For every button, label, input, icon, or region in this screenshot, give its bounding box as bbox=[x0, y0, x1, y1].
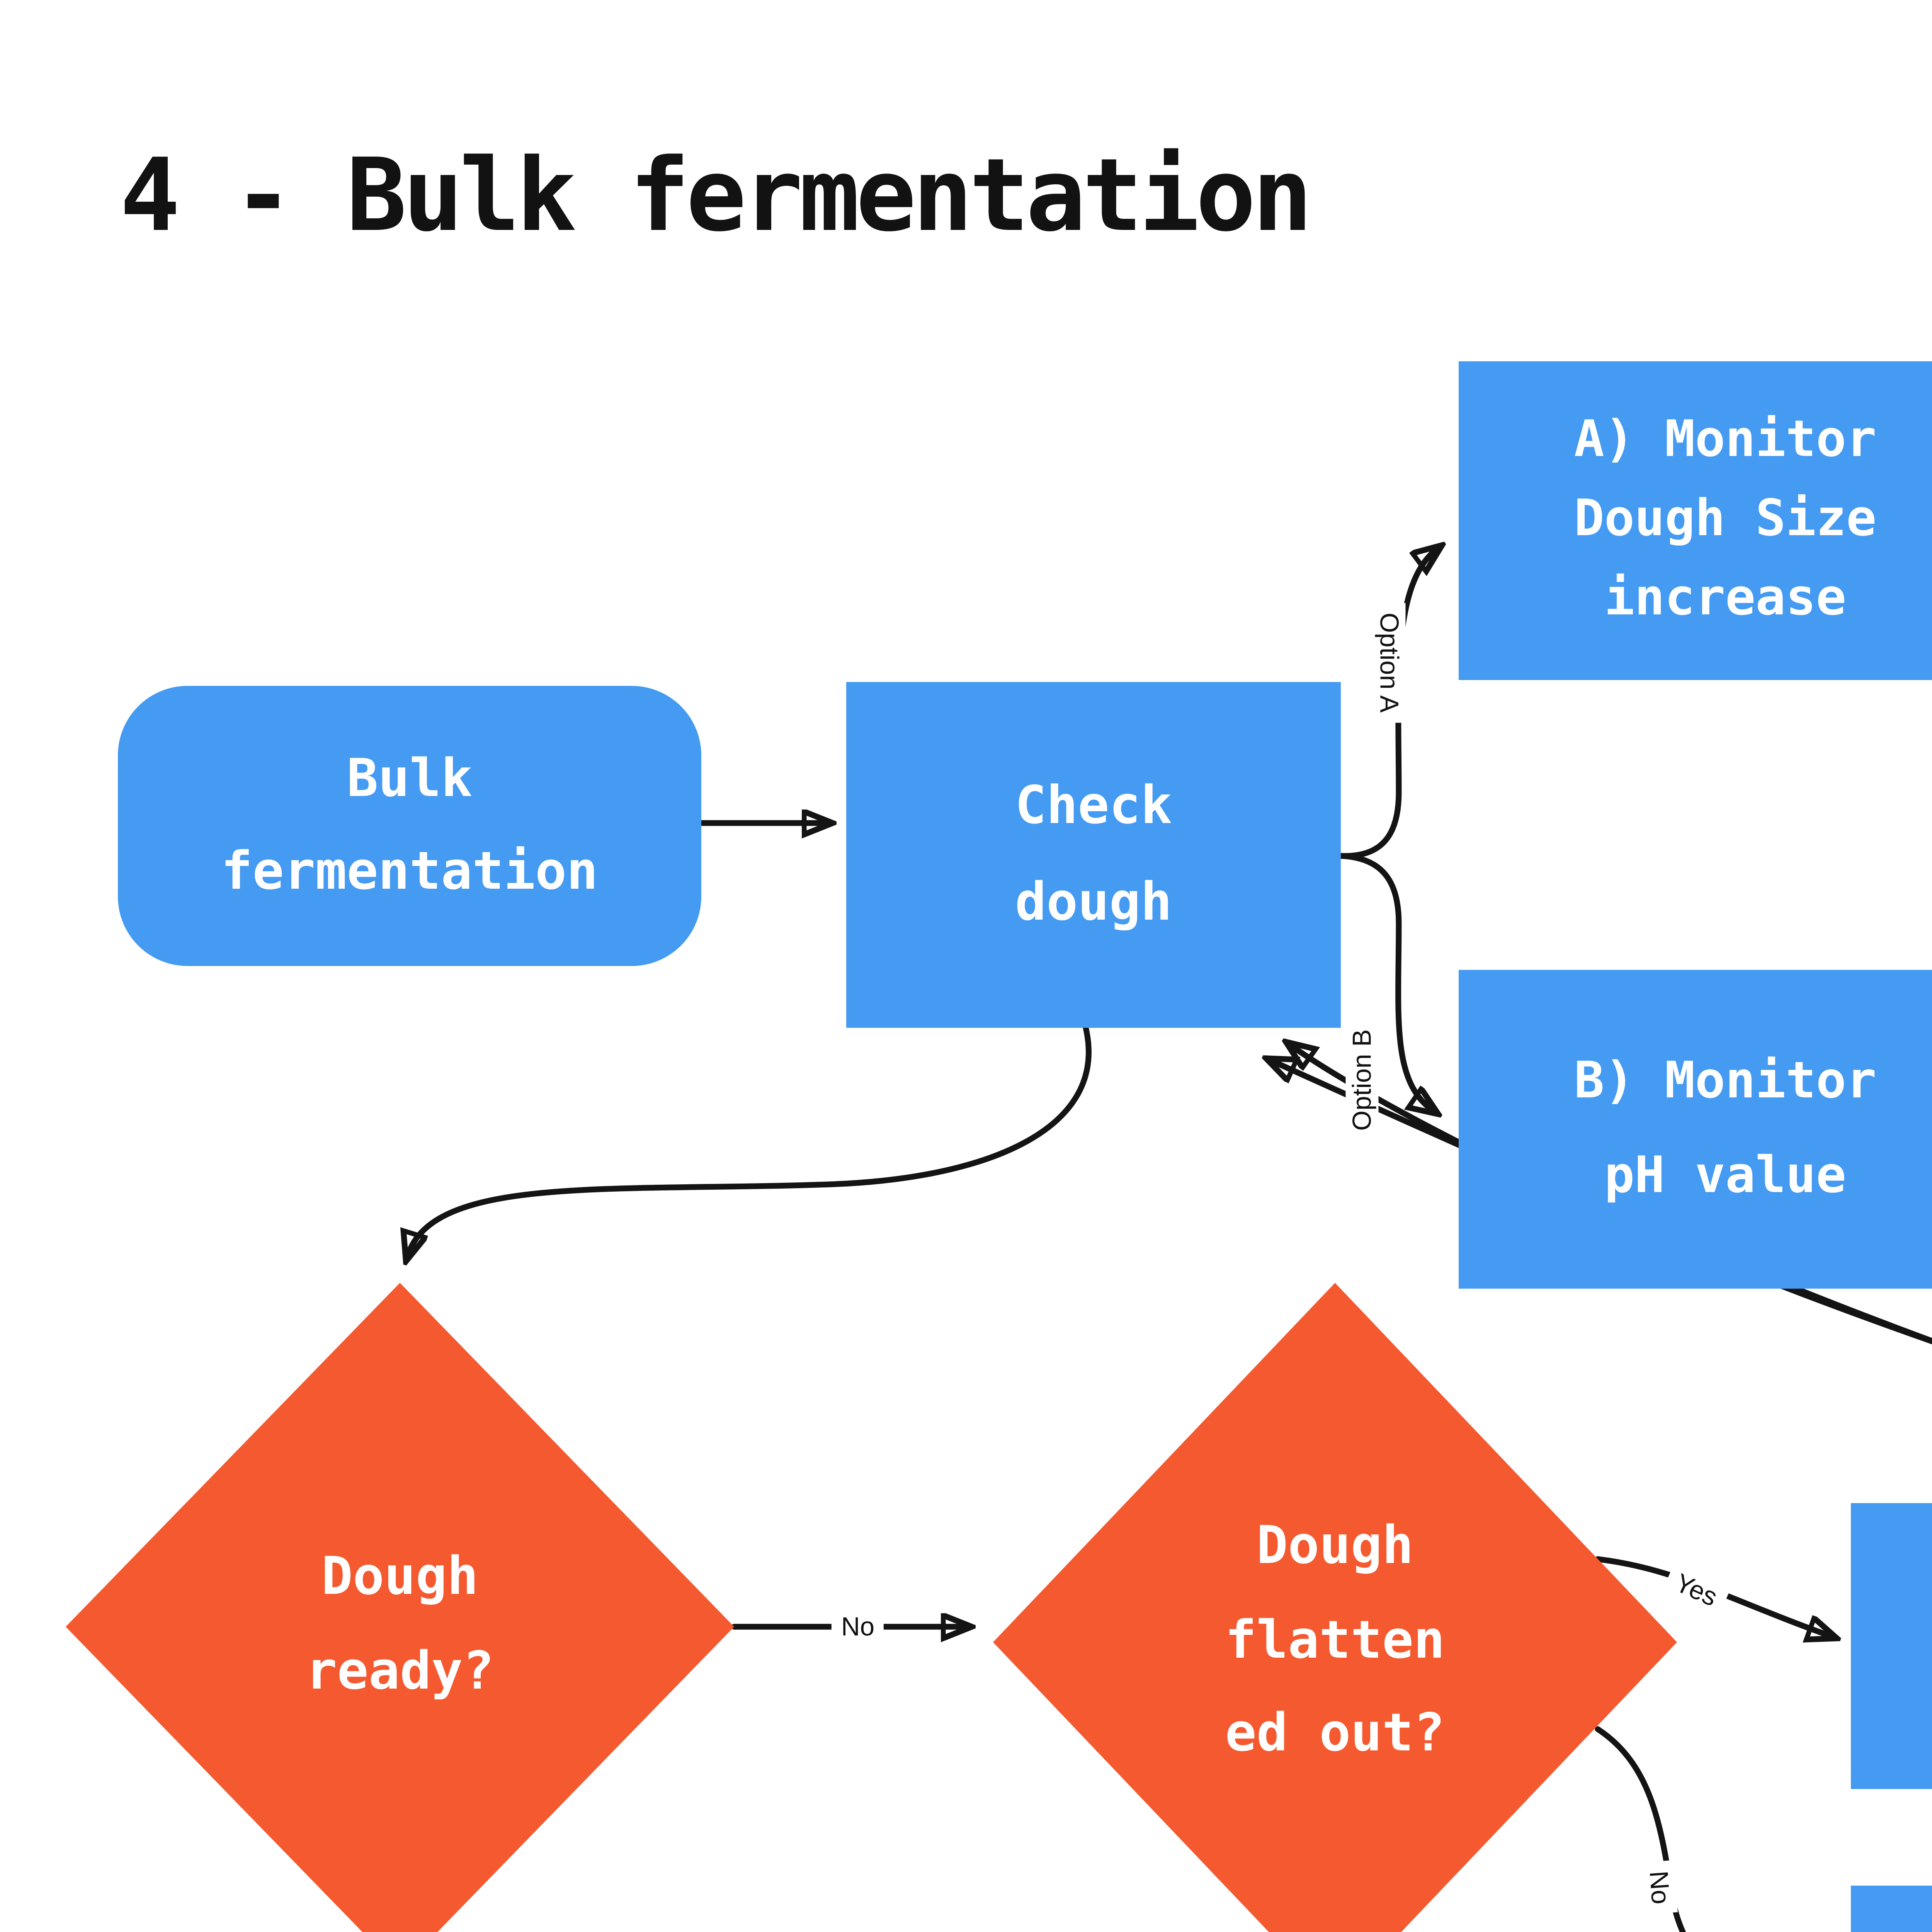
node-monitor-ph-value[interactable]: B) Monitor pH value bbox=[1459, 970, 1932, 1289]
node-label-line: Bulk bbox=[347, 750, 473, 810]
node-label-line: Dough bbox=[1256, 1517, 1414, 1577]
edge-check-to-monitor-size[interactable] bbox=[1338, 549, 1437, 859]
node-label-line: ed out? bbox=[1225, 1704, 1445, 1765]
edge-label-option-a: Option A bbox=[1372, 603, 1406, 723]
edge-check-to-monitor-ph[interactable] bbox=[1338, 853, 1434, 1111]
node-wait-60-minutes[interactable]: Wait 60 minutes bbox=[1851, 1886, 1932, 1932]
page-title: 4 - Bulk fermentation bbox=[120, 139, 1313, 255]
node-label-line: fermentation bbox=[221, 841, 598, 901]
node-label-line: Dough bbox=[321, 1548, 479, 1609]
node-monitor-dough-size[interactable]: A) Monitor Dough Size increase bbox=[1459, 361, 1932, 680]
node-label-line: B) Monitor bbox=[1574, 1054, 1877, 1112]
node-label-line: Dough Size bbox=[1574, 490, 1877, 549]
node-label-line: flatten bbox=[1225, 1611, 1445, 1671]
node-check-dough[interactable]: Check dough bbox=[846, 682, 1341, 1028]
node-bulk-fermentation[interactable]: Bulk fermentation bbox=[118, 686, 701, 966]
edge-label-no: No bbox=[831, 1610, 884, 1643]
node-label-line: Check bbox=[1015, 776, 1172, 836]
node-label-line: dough bbox=[1015, 872, 1172, 932]
node-stretch-and-fold[interactable]: Stretch and fold bbox=[1851, 1503, 1932, 1789]
node-label-line: increase bbox=[1604, 570, 1847, 628]
node-label-line: pH value bbox=[1604, 1146, 1847, 1205]
edge-label-option-b: Option B bbox=[1345, 1019, 1379, 1141]
edge-label-no: No bbox=[1641, 1860, 1678, 1915]
edge-flattened-to-wait[interactable] bbox=[1595, 1726, 1828, 1932]
edge-check-to-dough-ready[interactable] bbox=[408, 1025, 1092, 1256]
node-label-line: A) Monitor bbox=[1574, 411, 1877, 469]
node-label-line: ready? bbox=[306, 1642, 494, 1702]
